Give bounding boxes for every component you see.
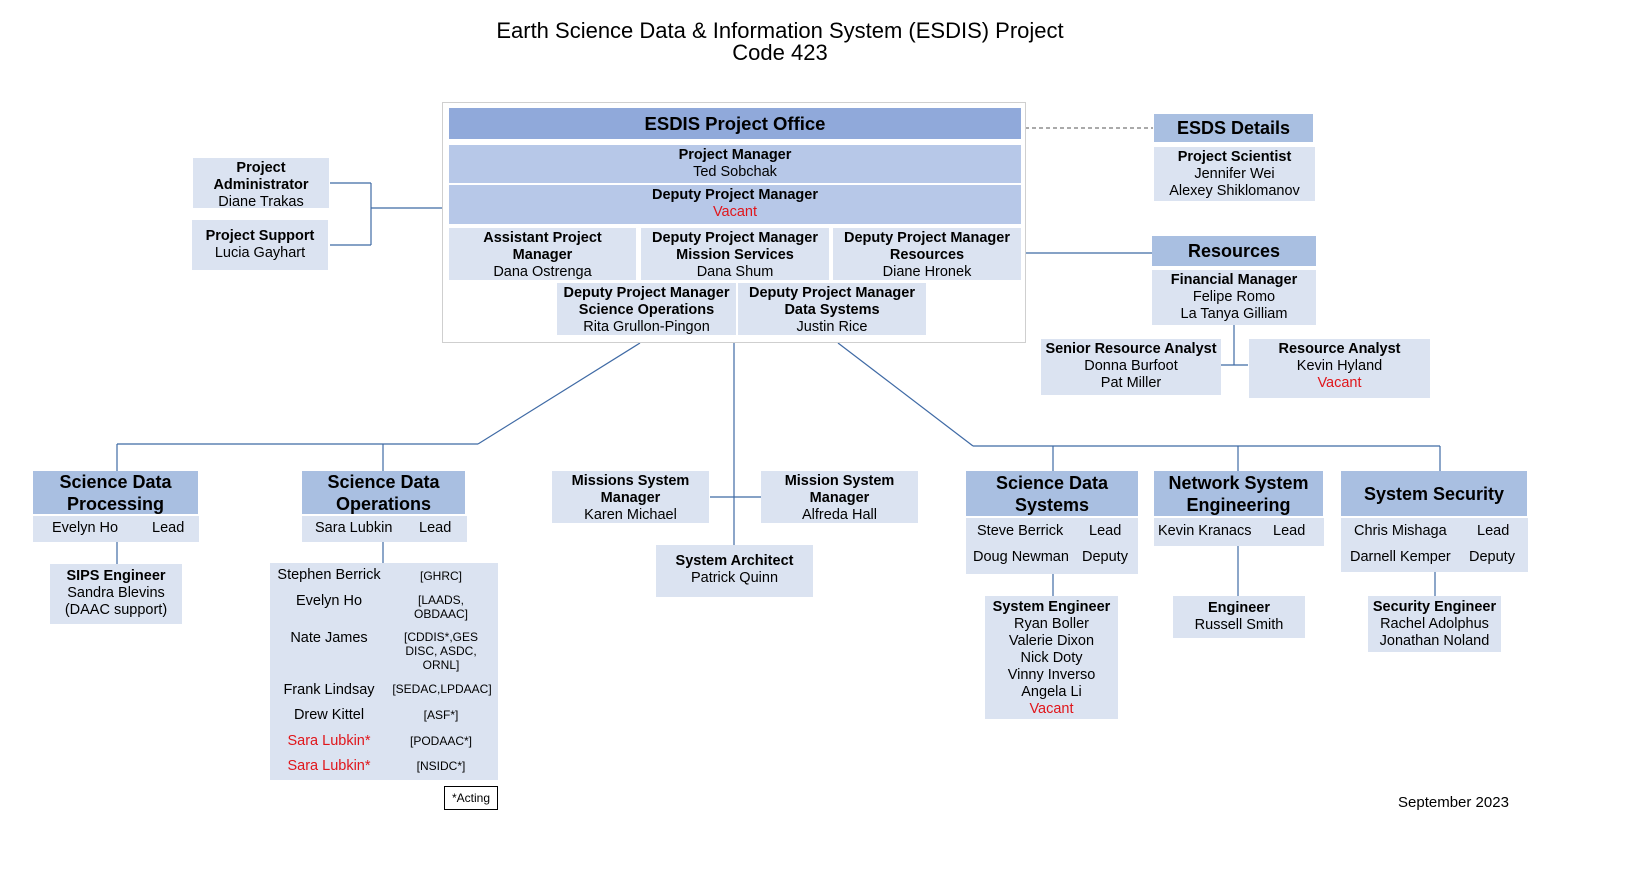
date-label: September 2023 bbox=[1398, 794, 1509, 811]
sdo-member-daac: OBDAAC] bbox=[413, 607, 468, 621]
system-security-header: System Security bbox=[1341, 471, 1527, 516]
sdo-member-name: Sara Lubkin* bbox=[287, 758, 371, 774]
chart-title: Earth Science Data & Information System … bbox=[496, 18, 1064, 43]
acting-note: *Acting bbox=[444, 786, 498, 810]
sdo-member-name: Sara Lubkin* bbox=[287, 733, 371, 749]
system-engineer-box: System Engineer Ryan Boller Valerie Dixo… bbox=[985, 596, 1118, 719]
sdo-member-daac: [LAADS, bbox=[417, 593, 465, 607]
sdo-member-daac: DISC, ASDC, bbox=[405, 644, 477, 658]
sdo-member-daac: [PODAAC*] bbox=[409, 734, 472, 748]
sdo-member-daac: [SEDAC,LPDAAC] bbox=[392, 682, 492, 696]
sdo-member-name: Frank Lindsay bbox=[283, 682, 375, 698]
sdo-member-list: Stephen Berrick [GHRC] Evelyn Ho [LAADS,… bbox=[270, 563, 498, 780]
sdo-member-daac: ORNL] bbox=[422, 658, 460, 672]
chart-subtitle: Code 423 bbox=[732, 40, 828, 65]
sdo-member-name: Evelyn Ho bbox=[295, 593, 363, 609]
sdo-member-name: Stephen Berrick bbox=[277, 567, 381, 583]
esds-details-header: ESDS Details bbox=[1154, 114, 1313, 142]
esdis-office-header: ESDIS Project Office bbox=[449, 108, 1021, 139]
sdo-member-daac: [GHRC] bbox=[420, 569, 462, 583]
sdo-member-name: Drew Kittel bbox=[293, 707, 365, 723]
sdo-member-daac: [ASF*] bbox=[423, 708, 459, 722]
sdo-member-name: Nate James bbox=[290, 630, 368, 646]
sdo-member-daac: [CDDIS*,GES bbox=[403, 630, 478, 644]
sdo-member-daac: [NSIDC*] bbox=[416, 759, 466, 773]
esdis-office-frame bbox=[442, 102, 1026, 343]
resources-header: Resources bbox=[1152, 236, 1316, 266]
